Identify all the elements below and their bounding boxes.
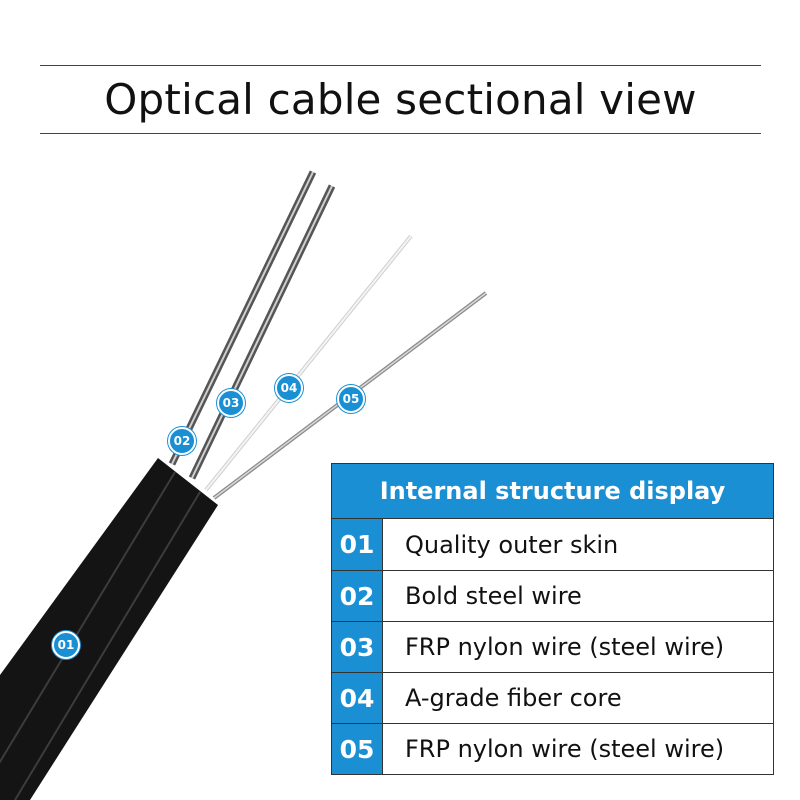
row-number: 01	[332, 519, 383, 570]
jacket-groove-1	[0, 471, 176, 764]
row-label: Bold steel wire	[405, 582, 582, 610]
title-rule-top	[40, 65, 761, 66]
steel-wire-02-highlight	[171, 171, 314, 465]
row-number: 04	[332, 673, 383, 723]
structure-row: 03 FRP nylon wire (steel wire)	[332, 621, 773, 672]
cable-jacket	[0, 458, 218, 800]
row-label: FRP nylon wire (steel wire)	[405, 633, 725, 661]
row-label: Quality outer skin	[405, 530, 619, 559]
jacket-groove-2	[14, 491, 201, 800]
structure-list: 01 Quality outer skin 02 Bold steel wire…	[332, 519, 773, 774]
panel-heading: Internal structure display	[332, 464, 773, 519]
row-number: 02	[332, 571, 383, 621]
row-number: 03	[332, 622, 383, 672]
callout-04: 04	[275, 374, 303, 402]
callout-05: 05	[337, 385, 365, 413]
callout-03: 03	[217, 389, 245, 417]
structure-row: 01 Quality outer skin	[332, 519, 773, 570]
title-rule-bottom	[40, 133, 761, 134]
row-label: FRP nylon wire (steel wire)	[405, 735, 725, 763]
callout-01: 01	[52, 631, 80, 659]
callout-02: 02	[168, 427, 196, 455]
row-number: 05	[332, 724, 383, 774]
steel-wire-03-highlight	[191, 185, 333, 479]
structure-row: 02 Bold steel wire	[332, 570, 773, 621]
row-label: A-grade fiber core	[405, 684, 622, 712]
structure-row: 04 A-grade fiber core	[332, 672, 773, 723]
page-title: Optical cable sectional view	[104, 74, 697, 124]
fiber-core-04-highlight	[205, 235, 412, 491]
structure-row: 05 FRP nylon wire (steel wire)	[332, 723, 773, 774]
structure-panel: Internal structure display 01 Quality ou…	[331, 463, 774, 775]
